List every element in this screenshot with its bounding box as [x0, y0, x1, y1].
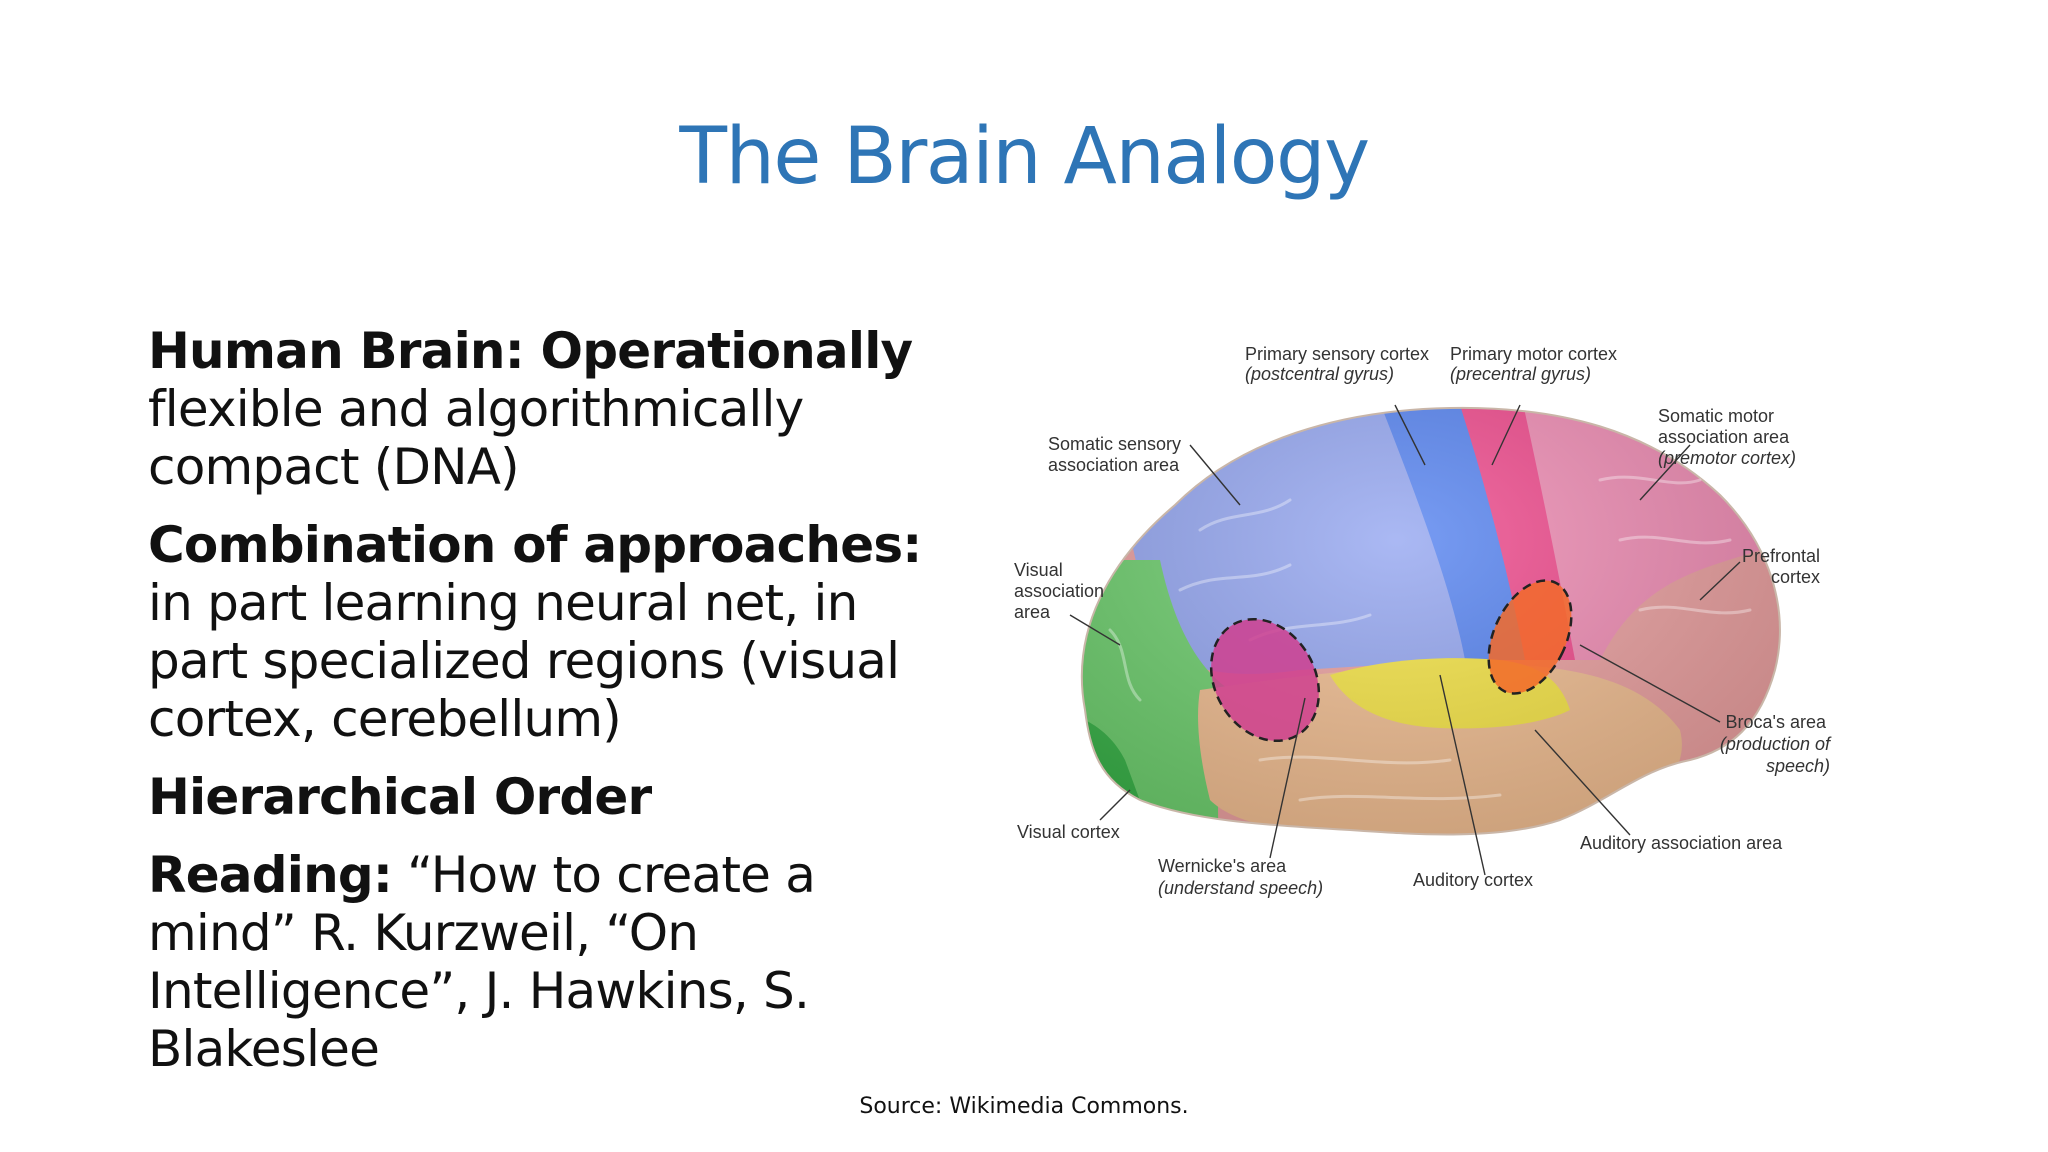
label-visual-assoc-3: area [1014, 602, 1051, 622]
bullet-hierarchical: Hierarchical Order [148, 768, 968, 826]
brain-diagram-svg: Primary sensory cortex (postcentral gyru… [1014, 344, 1832, 898]
label-broca-sub-1: (production of [1720, 734, 1832, 754]
bullet-bold: Combination of approaches: [148, 516, 922, 574]
leader-lines [1069, 404, 1741, 876]
label-primary-sensory-sub: (postcentral gyrus) [1245, 364, 1394, 384]
label-wernicke-sub: (understand speech) [1158, 878, 1323, 898]
label-primary-motor-sub: (precentral gyrus) [1450, 364, 1591, 384]
label-prefrontal-1: Prefrontal [1742, 546, 1820, 566]
brain-outline [1080, 406, 1781, 836]
region-broca [1487, 579, 1573, 695]
label-visual-assoc-1: Visual [1014, 560, 1063, 580]
label-visual-cortex: Visual cortex [1017, 822, 1120, 842]
label-visual-assoc-2: association [1014, 581, 1104, 601]
label-auditory-cortex: Auditory cortex [1413, 870, 1533, 890]
label-somatic-motor-2: association area [1658, 427, 1790, 447]
bullet-text: “How to create a mind” R. Kurzweil, “On … [148, 846, 816, 1078]
label-broca-sub-2: speech) [1766, 756, 1830, 776]
label-somatic-motor-1: Somatic motor [1658, 406, 1774, 426]
label-primary-sensory: Primary sensory cortex [1245, 344, 1429, 364]
region-wernicke [1209, 617, 1321, 743]
bullet-combination: Combination of approaches: in part learn… [148, 516, 968, 748]
brain-diagram: Primary sensory cortex (postcentral gyru… [1000, 330, 1880, 930]
label-somatic-sensory-2: association area [1048, 455, 1180, 475]
label-somatic-motor-sub: (premotor cortex) [1658, 448, 1796, 468]
label-primary-motor: Primary motor cortex [1450, 344, 1617, 364]
label-prefrontal-2: cortex [1771, 567, 1820, 587]
slide-body: Human Brain: Operationally flexible and … [148, 322, 968, 1098]
label-broca: Broca's area [1726, 712, 1827, 732]
bullet-bold: Human Brain: Operationally [148, 322, 913, 380]
label-auditory-assoc: Auditory association area [1580, 833, 1783, 853]
bullet-human-brain: Human Brain: Operationally flexible and … [148, 322, 968, 496]
bullet-text: in part learning neural net, in part spe… [148, 574, 900, 748]
brain-folds [1108, 475, 1752, 802]
source-caption: Source: Wikimedia Commons. [859, 1094, 1189, 1119]
bullet-text: flexible and algorithmically compact (DN… [148, 380, 804, 496]
bullet-reading: Reading: “How to create a mind” R. Kurzw… [148, 846, 968, 1078]
label-wernicke: Wernicke's area [1158, 856, 1287, 876]
slide-title: The Brain Analogy [679, 112, 1370, 202]
label-somatic-sensory-1: Somatic sensory [1048, 434, 1181, 454]
bullet-bold: Hierarchical Order [148, 768, 652, 826]
bullet-bold: Reading: [148, 846, 393, 904]
